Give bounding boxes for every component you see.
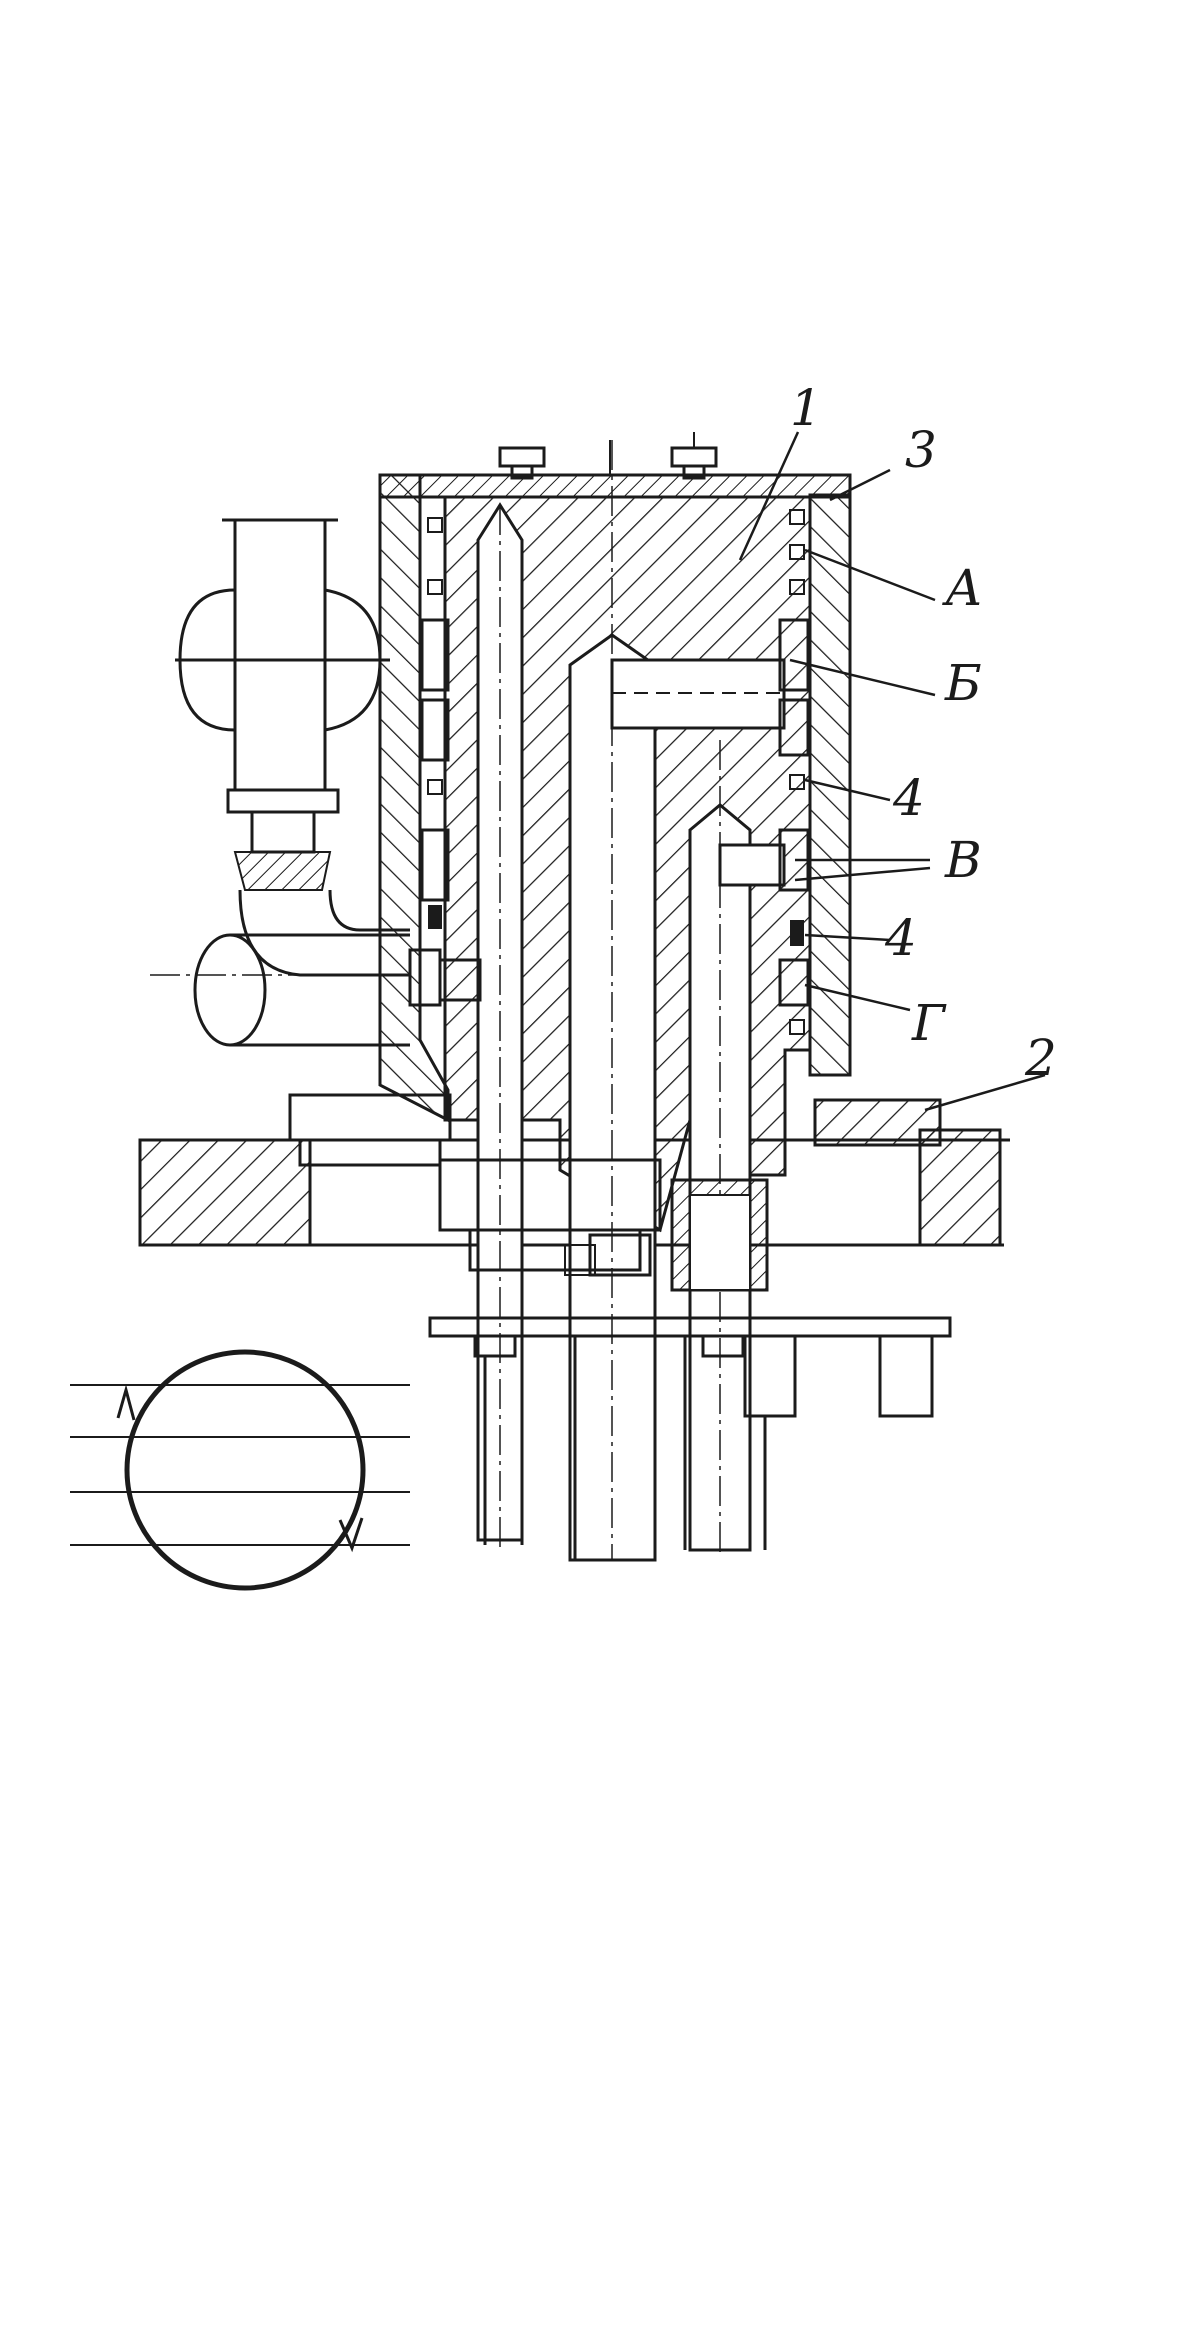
label-part-4-upper: 4 [892,769,925,827]
outer-housing-3 [378,432,852,1123]
support-ring-2 [288,1093,942,1292]
arrow-icon [116,1384,136,1421]
label-channel-a: А [942,559,983,617]
rotor-body-1 [420,495,812,1562]
leader-lines [738,431,1046,1112]
label-channel-v: В [944,831,982,889]
label-part-3: 3 [905,421,937,479]
bottom-plate [428,1316,952,1560]
label-channel-g: Г [911,994,947,1052]
label-part-4-lower: 4 [884,909,917,967]
label-part-2: 2 [1024,1029,1057,1087]
left-pipe-assembly [175,518,482,1047]
rotation-schematic [70,1349,410,1591]
label-part-1: 1 [790,379,822,437]
arrow-icon [338,1517,364,1553]
label-channel-b: Б [944,654,982,712]
seal-rings-4 [427,509,805,1035]
